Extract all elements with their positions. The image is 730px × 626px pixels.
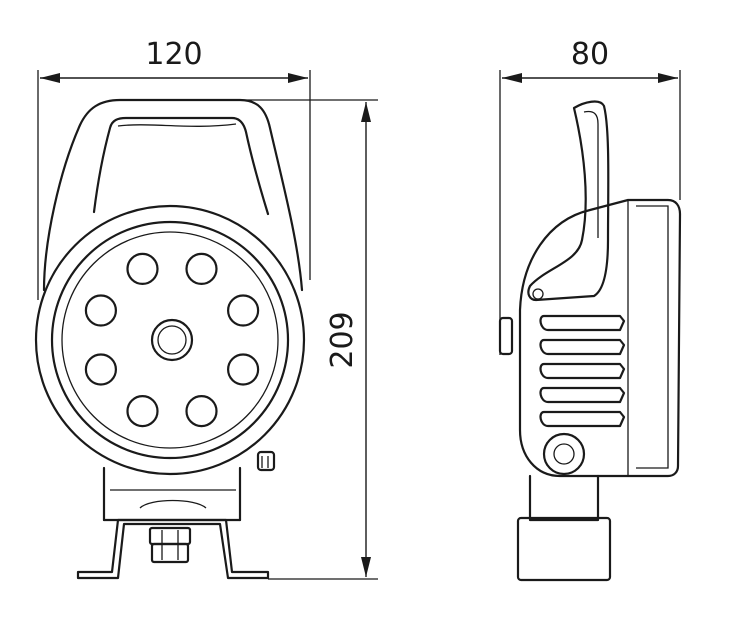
bracket-sides: [102, 466, 242, 522]
side-pivot: [542, 432, 586, 476]
width-label: 120: [145, 37, 202, 72]
side-mount-neck: [528, 474, 600, 522]
depth-label: 80: [571, 37, 609, 72]
width-dimension: 120: [37, 37, 311, 300]
nut-top: [148, 526, 192, 546]
handle-outer: [42, 98, 304, 292]
cooling-fin-4: [539, 386, 626, 404]
center-emblem-inner: [157, 325, 187, 355]
led-4: [227, 353, 260, 386]
handle-inner: [92, 116, 270, 216]
handle-texture: [117, 123, 237, 127]
cooling-fin-5: [539, 410, 626, 428]
side-lens-edge: [636, 205, 669, 469]
side-base-block: [516, 516, 612, 582]
height-arrow-bottom: [361, 557, 371, 577]
center-emblem-outer: [150, 318, 194, 362]
side-handle: [527, 100, 610, 302]
cooling-fins: [539, 314, 626, 428]
led-7: [84, 353, 118, 386]
depth-arrow-right: [658, 73, 678, 83]
depth-dimension: 80: [499, 37, 681, 355]
led-2: [185, 252, 218, 285]
width-arrow-right: [288, 73, 308, 83]
mounting-foot: [76, 518, 270, 580]
lamp-housing: [34, 204, 306, 476]
side-back-plug: [498, 316, 514, 356]
cooling-fin-1: [539, 314, 626, 332]
height-arrow-top: [361, 102, 371, 122]
side-screw: [532, 288, 544, 300]
cooling-fin-3: [539, 362, 626, 380]
led-6: [126, 395, 159, 428]
lamp-bezel: [50, 220, 290, 460]
led-5: [185, 395, 218, 428]
side-handle-inner: [583, 110, 599, 238]
front-connector: [256, 450, 276, 472]
lamp-lens: [61, 231, 279, 449]
height-label: 209: [325, 311, 360, 368]
side-housing: [518, 198, 682, 478]
led-1: [126, 252, 159, 285]
nut-bottom: [150, 542, 190, 564]
height-dimension: 209: [240, 99, 378, 580]
led-8: [84, 294, 118, 327]
side-view: [498, 100, 682, 582]
front-view: [34, 98, 306, 580]
bracket-arc: [139, 499, 207, 509]
cooling-fin-2: [539, 338, 626, 356]
side-pivot-bolt: [553, 443, 575, 465]
led-group: [84, 252, 260, 428]
led-3: [227, 294, 260, 327]
width-arrow-left: [40, 73, 60, 83]
depth-arrow-left: [502, 73, 522, 83]
